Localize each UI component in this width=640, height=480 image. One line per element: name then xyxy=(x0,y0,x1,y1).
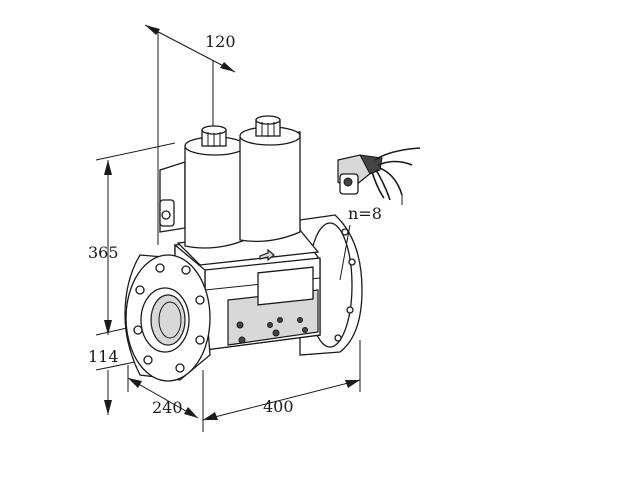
pin-count-label: n=8 xyxy=(348,204,382,223)
dim-height-lower: 114 xyxy=(88,347,119,366)
plug-connector-detail xyxy=(337,147,421,281)
solenoid-coil-right xyxy=(239,115,301,243)
dimension-lines xyxy=(95,24,361,432)
solenoid-coil-left xyxy=(159,125,246,249)
dim-height-total: 365 xyxy=(88,243,119,262)
dim-depth: 240 xyxy=(152,398,183,417)
dim-length: 400 xyxy=(263,397,294,416)
dim-top-width: 120 xyxy=(205,32,236,51)
valve-body xyxy=(124,214,363,382)
